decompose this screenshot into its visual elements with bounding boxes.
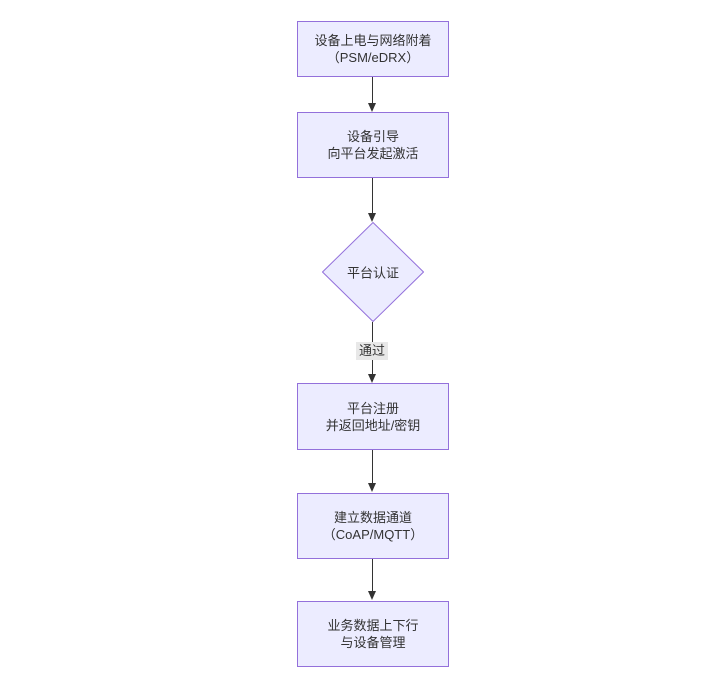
arrow-down-icon: [368, 374, 376, 383]
node-label-line: 平台认证: [346, 265, 400, 281]
node-label-line: 设备上电与网络附着: [314, 33, 432, 48]
flow-edge-4-line: [372, 450, 373, 484]
node-label-line: 设备引导: [346, 129, 399, 144]
diamond-shape: [322, 222, 424, 322]
flow-node-bootstrap: 设备引导 向平台发起激活: [297, 112, 449, 178]
flow-edge-5-line: [372, 559, 373, 592]
flow-node-data-channel: 建立数据通道 （CoAP/MQTT）: [297, 493, 449, 559]
flow-edge-1-line: [372, 77, 373, 104]
node-label-line: 平台注册: [346, 400, 399, 416]
node-label-line: 与设备管理: [340, 635, 406, 650]
node-label-line: 业务数据上下行: [327, 618, 419, 633]
flow-node-platform-auth: 平台认证: [322, 222, 424, 322]
flow-node-business: 业务数据上下行 与设备管理: [297, 601, 449, 667]
flow-node-register: 平台注册 并返回地址/密钥: [297, 383, 449, 450]
flow-edge-2-line: [372, 178, 373, 214]
flow-node-power-attach: 设备上电与网络附着 （PSM/eDRX）: [297, 21, 449, 77]
arrow-down-icon: [368, 213, 376, 222]
node-label-line: （CoAP/MQTT）: [322, 527, 424, 542]
node-label-line: （PSM/eDRX）: [326, 50, 420, 65]
arrow-down-icon: [368, 483, 376, 492]
node-label-line: 向平台发起激活: [327, 146, 419, 161]
node-label-line: 并返回地址/密钥: [325, 417, 421, 433]
node-label-line: 建立数据通道: [333, 510, 412, 525]
edge-label-pass: 通过: [355, 342, 389, 360]
arrow-down-icon: [368, 591, 376, 600]
arrow-down-icon: [368, 103, 376, 112]
